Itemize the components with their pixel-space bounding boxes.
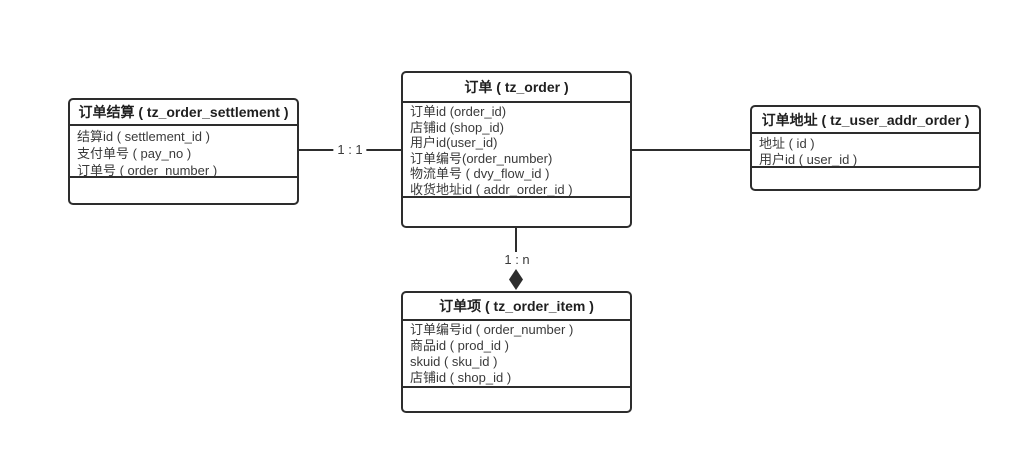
entity-table-order-item[interactable]: 订单项 ( tz_order_item ) 订单编号id ( order_num… — [401, 291, 632, 413]
table-field: 订单编号id ( order_number ) — [410, 322, 574, 337]
table-field: 结算id ( settlement_id ) — [77, 129, 210, 144]
table-field-list: 结算id ( settlement_id ) 支付单号 ( pay_no ) 订… — [70, 126, 297, 176]
connector-order-address[interactable] — [632, 149, 750, 151]
composition-diamond-icon — [509, 269, 523, 290]
table-field: 订单号 ( order_number ) — [77, 163, 218, 176]
entity-table-user-addr-order[interactable]: 订单地址 ( tz_user_addr_order ) 地址 ( id ) 用户… — [750, 105, 981, 191]
entity-table-order[interactable]: 订单 ( tz_order ) 订单id (order_id) 店铺id (sh… — [401, 71, 632, 228]
table-field: 用户id ( user_id ) — [759, 152, 858, 166]
table-title: 订单 ( tz_order ) — [403, 73, 630, 103]
table-field-list: 订单编号id ( order_number ) 商品id ( prod_id )… — [403, 321, 630, 386]
table-field: 用户id(user_id) — [410, 135, 498, 150]
table-title: 订单地址 ( tz_user_addr_order ) — [752, 107, 979, 134]
table-empty-compartment — [403, 196, 630, 226]
table-field: 物流单号 ( dvy_flow_id ) — [410, 166, 550, 181]
table-field: 订单编号(order_number) — [410, 150, 553, 166]
table-field-list: 地址 ( id ) 用户id ( user_id ) — [752, 134, 979, 166]
table-field: 支付单号 ( pay_no ) — [77, 146, 192, 161]
table-field: 收货地址id ( addr_order_id ) — [410, 181, 573, 197]
table-empty-compartment — [70, 176, 297, 203]
table-field: 商品id ( prod_id ) — [410, 338, 509, 353]
connector-order-item[interactable] — [515, 228, 517, 254]
table-empty-compartment — [752, 166, 979, 189]
table-field: 地址 ( id ) — [759, 136, 815, 151]
multiplicity-label: 1 : n — [500, 252, 534, 267]
table-field: 店铺id ( shop_id ) — [410, 370, 512, 385]
entity-table-order-settlement[interactable]: 订单结算 ( tz_order_settlement ) 结算id ( sett… — [68, 98, 299, 205]
table-field: 店铺id (shop_id) — [410, 119, 504, 135]
multiplicity-label: 1 : 1 — [333, 142, 367, 157]
table-title: 订单结算 ( tz_order_settlement ) — [70, 100, 297, 126]
table-empty-compartment — [403, 386, 630, 411]
table-field: 订单id (order_id) — [410, 104, 507, 119]
table-field: skuid ( sku_id ) — [410, 354, 498, 369]
table-title: 订单项 ( tz_order_item ) — [403, 293, 630, 321]
table-field-list: 订单id (order_id) 店铺id (shop_id) 用户id(user… — [403, 103, 630, 196]
